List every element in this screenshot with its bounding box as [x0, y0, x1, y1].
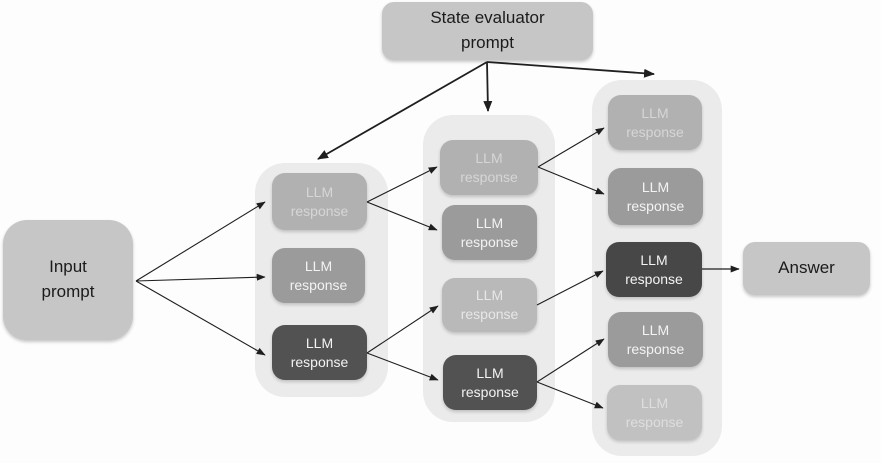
arrow-evaluator-to-step2: [483, 61, 493, 112]
llm-response-label: LLM response: [460, 287, 519, 322]
arrow-input-to-s1b3: [135, 280, 266, 356]
llm-response-box-s3-4: LLM response: [608, 312, 703, 367]
llm-response-box-s1-2: LLM response: [272, 248, 365, 303]
llm-response-label: LLM response: [290, 183, 349, 219]
llm-response-label: LLM response: [460, 149, 518, 185]
state-evaluator-node: State evaluator prompt: [382, 2, 593, 60]
arrow-input-to-s1b2: [135, 273, 266, 282]
llm-response-label: LLM response: [289, 257, 348, 293]
answer-node: Answer: [743, 242, 870, 295]
state-evaluator-label: State evaluator prompt: [430, 8, 545, 52]
llm-response-label: LLM response: [290, 334, 349, 370]
llm-response-box-s3-2: LLM response: [608, 168, 703, 225]
llm-response-label: LLM response: [626, 104, 684, 140]
llm-response-label: LLM response: [626, 321, 685, 357]
llm-response-box-s2-1: LLM response: [440, 140, 538, 195]
llm-response-box-s1-1: LLM response: [272, 173, 367, 230]
llm-response-label: LLM response: [626, 178, 685, 214]
answer-label: Answer: [778, 258, 835, 278]
arrow-input-to-s1b1: [135, 201, 266, 282]
llm-response-box-s3-3: LLM response: [606, 242, 702, 297]
input-prompt-node: Input prompt: [3, 220, 133, 340]
input-prompt-label: Input prompt: [41, 257, 95, 301]
llm-response-label: LLM response: [460, 214, 519, 250]
llm-response-box-s3-1: LLM response: [608, 95, 702, 150]
arrow-evaluator-to-step3: [486, 61, 655, 78]
llm-response-label: LLM response: [461, 364, 519, 400]
llm-response-box-s3-5: LLM response: [607, 385, 702, 440]
llm-response-box-s1-3: LLM response: [272, 325, 367, 380]
llm-response-box-s2-4: LLM response: [443, 355, 537, 410]
llm-response-label: LLM response: [625, 394, 684, 430]
llm-response-box-s2-2: LLM response: [442, 205, 537, 260]
llm-response-label: LLM response: [625, 251, 683, 287]
llm-response-box-s2-3: LLM response: [442, 278, 537, 332]
